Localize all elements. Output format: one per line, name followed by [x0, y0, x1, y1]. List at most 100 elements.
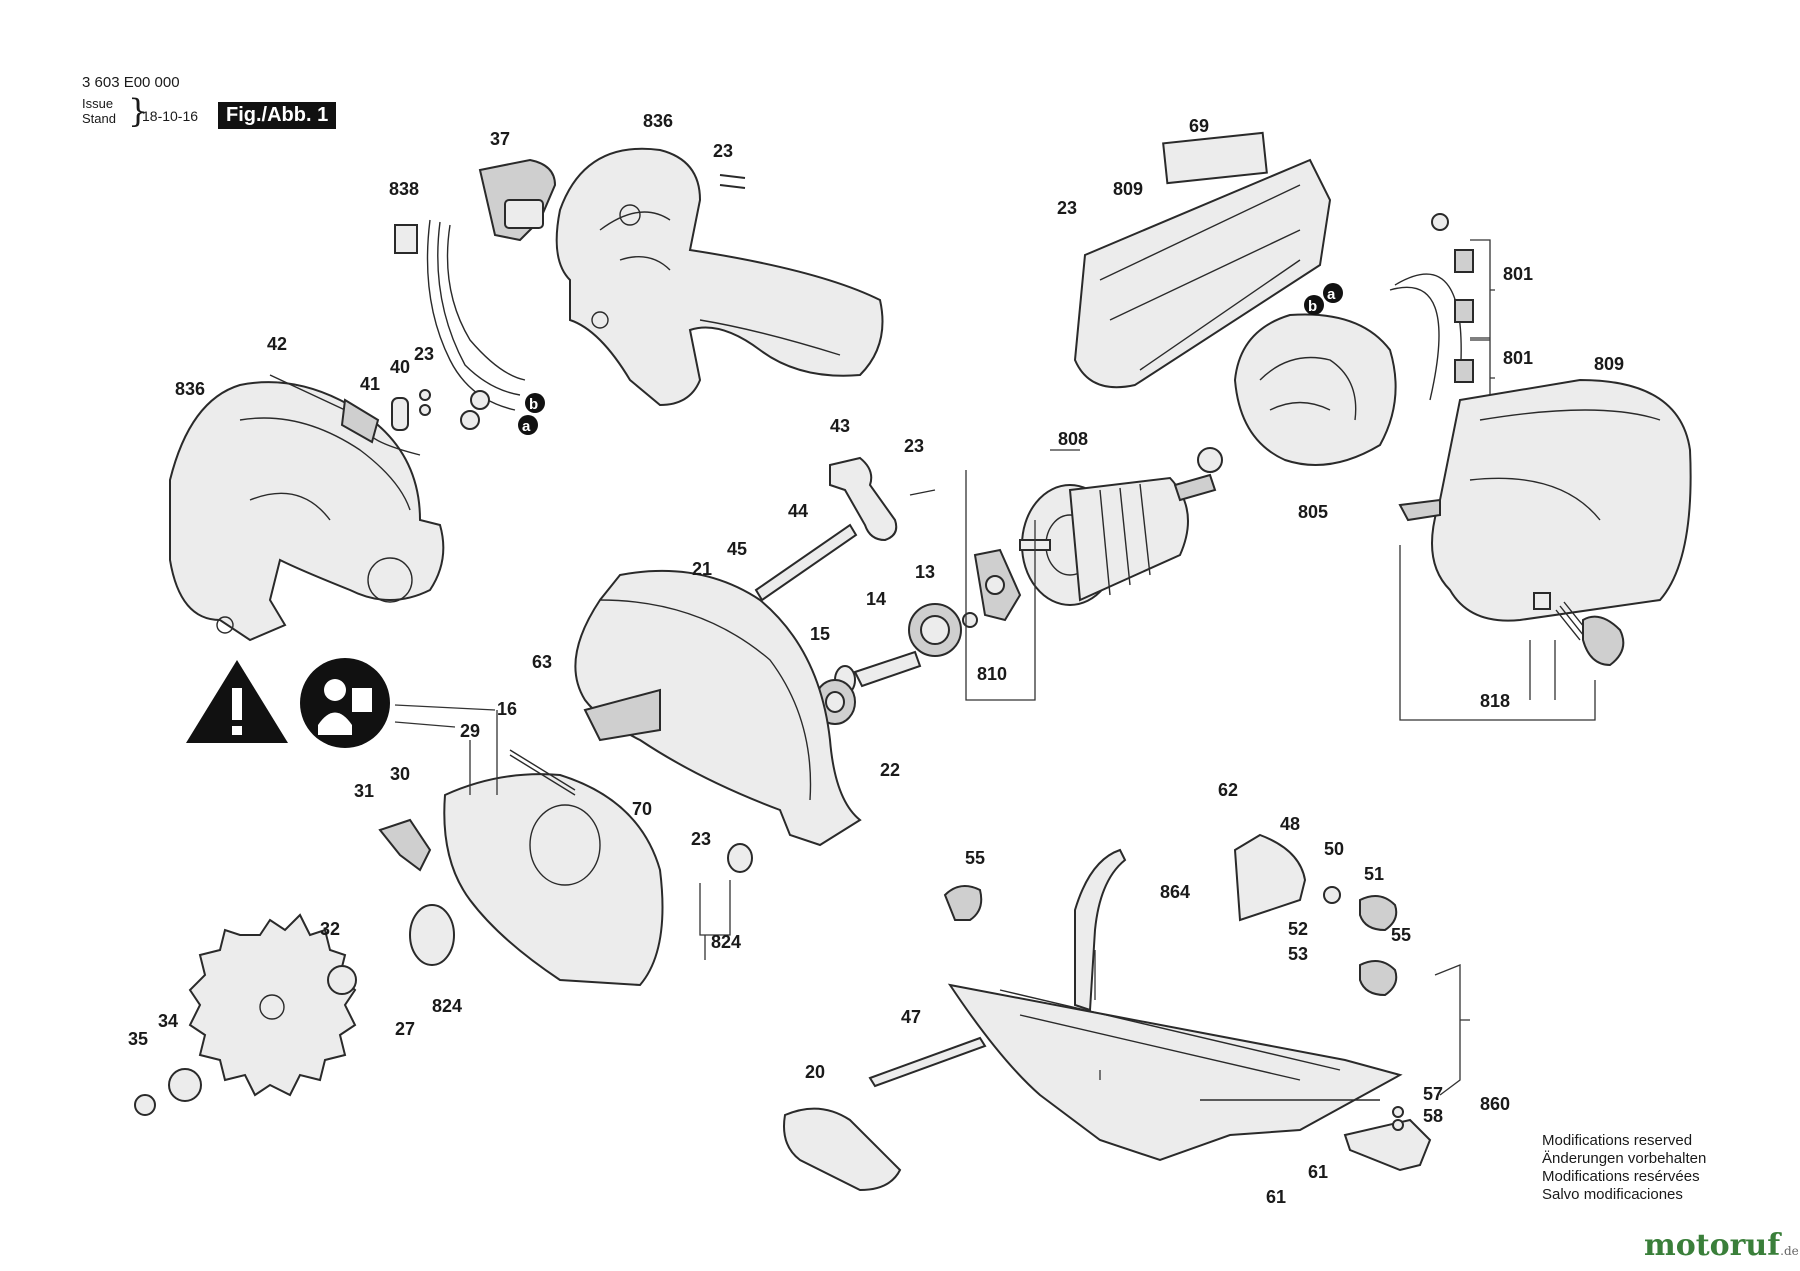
callout-14: 14: [866, 589, 886, 609]
spring-16: [509, 749, 576, 796]
issue-stand-labels: Issue Stand: [82, 96, 116, 126]
dust-spout-20: [783, 1107, 902, 1192]
parallel-guide-860: [1343, 1106, 1432, 1172]
callout-818: 818: [1480, 691, 1510, 711]
callout-21: 21: [692, 559, 712, 579]
callout-55a: 55: [965, 848, 985, 868]
power-cable: [269, 174, 746, 456]
lock-button-parts: [1399, 545, 1625, 721]
callout-23c: 23: [414, 344, 434, 364]
issue-label: Issue: [82, 96, 114, 111]
motor-housing: [1073, 131, 1332, 389]
lever-43: [829, 456, 898, 542]
wire-marker-b2-text: b: [1308, 298, 1317, 315]
document-code: 3 603 E00 000: [82, 74, 180, 91]
issue-date: 18-10-16: [142, 108, 199, 124]
stand-label: Stand: [82, 111, 116, 126]
callout-53: 53: [1288, 944, 1308, 964]
callout-16: 16: [497, 699, 517, 719]
callout-50: 50: [1324, 839, 1344, 859]
callout-57: 57: [1423, 1084, 1443, 1104]
leader-lines: [394, 449, 1470, 1096]
switch-assembly: [394, 158, 557, 411]
stator: [1233, 273, 1462, 466]
footer-line: Salvo modificaciones: [1542, 1186, 1683, 1203]
pin-44-45: [727, 489, 936, 608]
wire-marker-a2-text: a: [1327, 286, 1336, 303]
wire-marker-a2: a: [1323, 283, 1343, 303]
callout-55b: 55: [1391, 925, 1411, 945]
callout-808: 808: [1058, 429, 1088, 449]
callout-15: 15: [810, 624, 830, 644]
callout-824b: 824: [432, 996, 462, 1016]
wire-marker-a1: a: [518, 415, 538, 435]
callout-809b: 809: [1594, 354, 1624, 374]
callout-51: 51: [1364, 864, 1384, 884]
watermark-tld: .de: [1780, 1244, 1799, 1258]
footer-line: Modifications resérvées: [1542, 1168, 1700, 1185]
callout-824a: 824: [711, 932, 741, 952]
retracting-guard: [378, 773, 664, 987]
callout-860: 860: [1480, 1094, 1510, 1114]
flanges: [134, 843, 753, 1116]
callout-838: 838: [389, 179, 419, 199]
callout-23b: 23: [1057, 198, 1077, 218]
warning-triangle-icon: [186, 660, 288, 743]
callout-810: 810: [977, 664, 1007, 684]
callout-836b: 836: [175, 379, 205, 399]
base-plate: [947, 848, 1403, 1162]
callout-37: 37: [490, 129, 510, 149]
callout-43: 43: [830, 416, 850, 436]
callout-23e: 23: [691, 829, 711, 849]
callout-29: 29: [460, 721, 480, 741]
callout-34: 34: [158, 1011, 178, 1031]
depth-stop-48: [1233, 833, 1307, 922]
bearing-plate: [962, 548, 1022, 628]
callout-69: 69: [1189, 116, 1209, 136]
callout-864: 864: [1160, 882, 1190, 902]
callout-45: 45: [727, 539, 747, 559]
wire-marker-a1-text: a: [522, 418, 531, 435]
callout-23a: 23: [713, 141, 733, 161]
callout-27: 27: [395, 1019, 415, 1039]
callout-13: 13: [915, 562, 935, 582]
knobs: [943, 885, 1398, 997]
callout-61b: 61: [1266, 1187, 1286, 1207]
callout-42: 42: [267, 334, 287, 354]
footer-line: Änderungen vorbehalten: [1542, 1150, 1707, 1167]
callout-32: 32: [320, 919, 340, 939]
callout-23d: 23: [904, 436, 924, 456]
callout-70: 70: [632, 799, 652, 819]
wire-marker-b1: b: [525, 393, 545, 413]
callout-52: 52: [1288, 919, 1308, 939]
callout-801a: 801: [1503, 264, 1533, 284]
callout-40: 40: [390, 357, 410, 377]
callout-58: 58: [1423, 1106, 1443, 1126]
callout-44: 44: [788, 501, 808, 521]
upper-blade-guard: [574, 569, 862, 847]
wire-marker-b1-text: b: [529, 396, 538, 413]
callout-836a: 836: [643, 111, 673, 131]
footer-notice: Modifications reserved Änderungen vorbeh…: [1542, 1132, 1706, 1204]
armature: [1019, 447, 1223, 606]
callout-22: 22: [880, 760, 900, 780]
saw-blade: [188, 913, 357, 1097]
hex-key-47: [868, 1036, 987, 1088]
callout-20: 20: [805, 1062, 825, 1082]
callout-61a: 61: [1308, 1162, 1328, 1182]
handle-half-upper: [555, 147, 884, 407]
handle-half-lower: [169, 381, 445, 642]
read-manual-icon: [300, 658, 390, 748]
callout-41: 41: [360, 374, 380, 394]
callout-63: 63: [532, 652, 552, 672]
callout-809a: 809: [1113, 179, 1143, 199]
callout-30: 30: [390, 764, 410, 784]
brace-glyph: }: [128, 92, 149, 130]
callout-801b: 801: [1503, 348, 1533, 368]
callout-35: 35: [128, 1029, 148, 1049]
gear-housing: [1398, 378, 1692, 622]
watermark-brand: motoruf: [1644, 1228, 1781, 1263]
wire-marker-b2: b: [1304, 295, 1324, 315]
callout-48: 48: [1280, 814, 1300, 834]
callout-31: 31: [354, 781, 374, 801]
